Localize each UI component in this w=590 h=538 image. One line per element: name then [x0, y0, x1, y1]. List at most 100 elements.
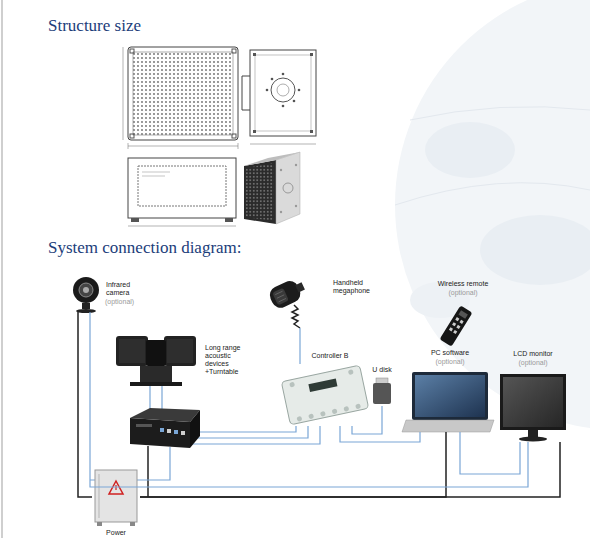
cable-line — [352, 406, 382, 434]
remote-icon — [453, 330, 457, 334]
device-node: Handheld megaphone — [262, 276, 314, 328]
infrared-camera-icon — [73, 277, 99, 303]
device-photo — [244, 152, 300, 166]
controller-icon — [348, 369, 354, 375]
globe-watermark — [395, 0, 590, 430]
side-view-drawing — [310, 53, 313, 56]
amplifier-wires — [190, 426, 296, 432]
device-node: U disk — [370, 378, 394, 406]
front-view-drawing — [133, 52, 233, 135]
megaphone-icon — [279, 298, 286, 301]
bottom-view-drawing — [128, 158, 236, 218]
bottom-view-drawing — [225, 218, 233, 222]
side-view-drawing — [298, 89, 301, 92]
device-label: Long range acoustic devices +Turntable — [205, 344, 251, 376]
acoustic-device-icon — [116, 336, 148, 366]
device-photo — [280, 169, 282, 171]
acoustic-device-icon — [140, 366, 172, 382]
laptop-icon — [402, 372, 494, 432]
laptop-icon — [402, 420, 494, 432]
side-view-drawing — [255, 55, 311, 131]
acoustic-device-icon — [167, 339, 193, 363]
front-view-drawing — [128, 146, 238, 147]
device-photo — [295, 205, 297, 207]
side-view-drawing — [250, 50, 316, 136]
side-view-drawing — [277, 84, 289, 96]
power-cabinet-icon — [95, 470, 137, 526]
acoustic-device-icon — [164, 336, 196, 366]
page-border — [1, 0, 3, 538]
front-view-drawing — [130, 134, 134, 138]
acoustic-device-icon — [116, 336, 196, 386]
option-note: (optional) — [503, 359, 563, 367]
front-view-drawing — [130, 49, 134, 53]
device-node: Infrared camera(optional) — [72, 276, 102, 312]
power-cabinet-icon — [130, 522, 135, 526]
device-node: Long range acoustic devices +Turntable — [112, 330, 200, 386]
laptop-icon — [412, 372, 488, 420]
side-view-drawing — [293, 100, 296, 103]
cable-line — [340, 426, 420, 442]
megaphone-icon — [275, 291, 282, 294]
remote-icon — [439, 305, 472, 346]
amplifier-wires — [190, 426, 320, 444]
power-cabinet-icon — [95, 470, 137, 522]
device-node: Wireless remote(optional) — [437, 305, 479, 347]
amplifier-icon — [160, 428, 164, 432]
bottom-view-drawing — [128, 226, 236, 227]
side-view-drawing — [310, 130, 313, 133]
controller-icon — [296, 416, 302, 422]
controller-icon — [308, 413, 314, 419]
u-disk-icon — [373, 383, 391, 404]
device-node: Controller B — [282, 364, 368, 426]
power-cabinet-icon — [97, 522, 102, 526]
remote-icon — [458, 310, 467, 318]
infrared-camera-icon — [76, 309, 96, 313]
device-photo — [246, 163, 274, 221]
device-label: Wireless remote — [428, 280, 498, 288]
u-disk-icon — [373, 378, 391, 404]
amplifier-wires — [161, 386, 162, 412]
device-label: Controller B — [300, 352, 360, 360]
side-view-drawing — [242, 50, 316, 144]
megaphone-icon — [267, 278, 303, 311]
device-photo — [276, 152, 300, 224]
globe-watermark — [480, 215, 590, 285]
controller-icon — [320, 411, 326, 417]
amplifier-icon — [167, 429, 171, 433]
bottom-view-drawing — [128, 158, 236, 226]
megaphone-icon — [267, 276, 308, 328]
bottom-view-drawing — [131, 218, 139, 222]
megaphone-icon — [295, 282, 305, 292]
side-view-drawing — [242, 76, 250, 110]
side-view-drawing — [271, 78, 274, 81]
acoustic-device-icon — [119, 339, 145, 363]
side-view-drawing — [271, 78, 295, 102]
remote-icon — [449, 327, 453, 331]
controller-icon — [343, 406, 349, 412]
section-heading: System connection diagram: — [48, 238, 242, 258]
controller-icon — [308, 378, 337, 392]
megaphone-icon — [277, 295, 284, 298]
globe-watermark — [410, 282, 470, 318]
device-label: Infrared camera — [106, 281, 140, 297]
controller-icon — [355, 403, 361, 409]
device-label: Power — [96, 529, 136, 537]
device-label: PC software — [420, 349, 480, 357]
front-view-drawing — [123, 47, 238, 149]
amplifier-icon — [174, 430, 178, 434]
device-label: U disk — [365, 366, 399, 374]
cable-line — [460, 432, 520, 474]
infrared-camera-icon — [83, 287, 89, 293]
amplifier-wires — [190, 426, 308, 438]
remote-icon — [452, 322, 456, 326]
megaphone-icon — [272, 288, 289, 306]
cable-line — [140, 442, 560, 497]
lcd-monitor-icon — [500, 374, 566, 430]
section-heading: Structure size — [48, 16, 141, 36]
power-cabinet-icon — [99, 474, 100, 518]
